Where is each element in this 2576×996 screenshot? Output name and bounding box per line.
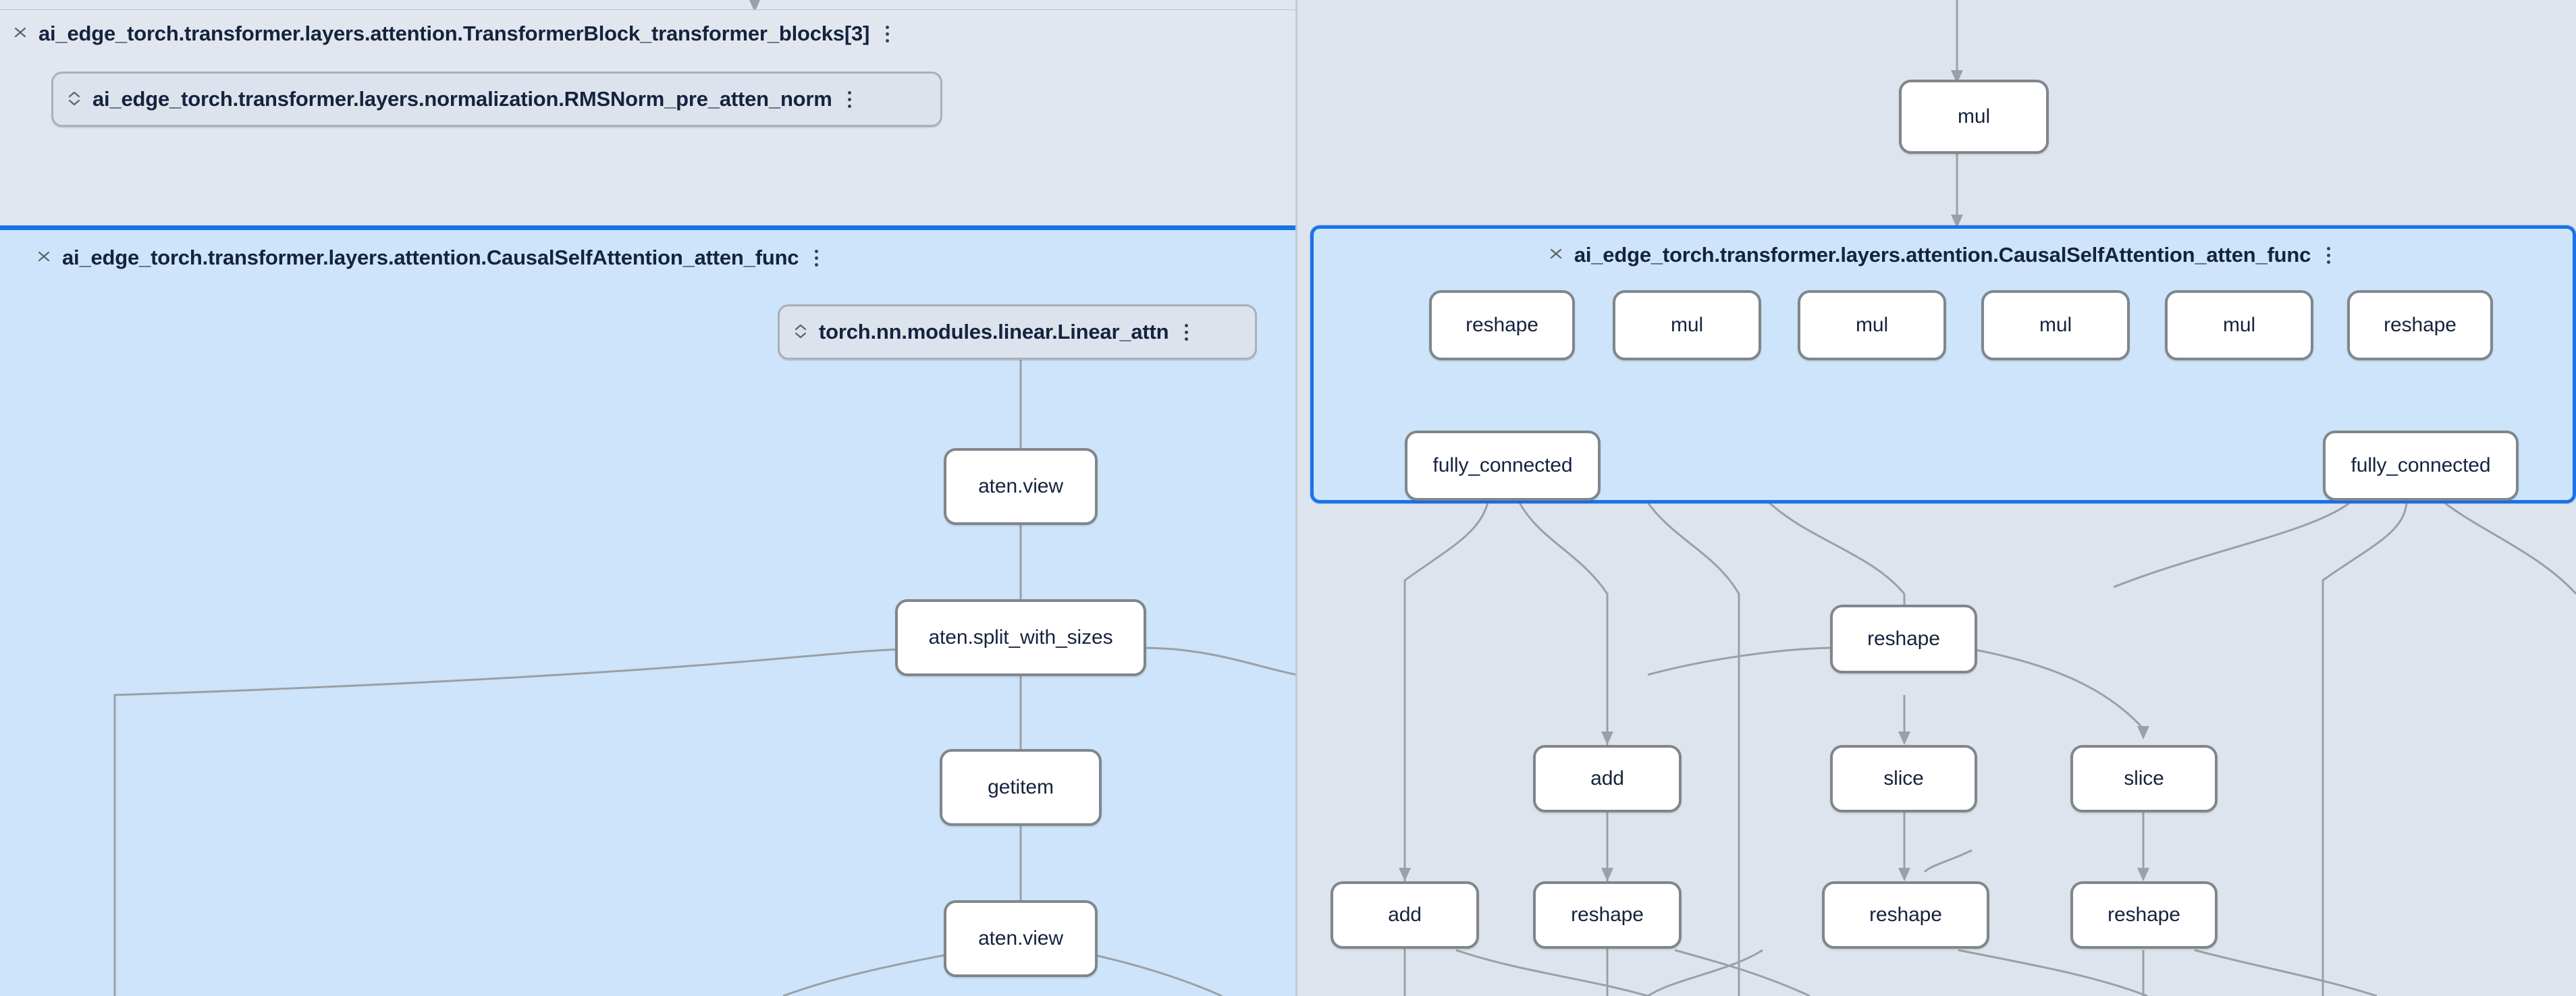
expand-chevrons-icon[interactable] — [792, 319, 809, 345]
op-node-label: aten.view — [978, 475, 1063, 497]
op-node-label: slice — [2124, 767, 2164, 790]
op-node-reshape-r1[interactable]: reshape — [1830, 605, 1977, 673]
op-node-label: reshape — [2108, 904, 2180, 926]
more-options-icon[interactable] — [879, 22, 895, 45]
group-causal-self-attention-right-header[interactable]: ai_edge_torch.transformer.layers.attenti… — [1314, 229, 2573, 268]
op-node-mul-top[interactable]: mul — [1899, 80, 2049, 154]
expand-chevrons-icon[interactable] — [65, 86, 83, 112]
op-node-slice-r2-2[interactable]: slice — [2070, 745, 2218, 812]
op-node-label: mul — [1957, 105, 1991, 128]
right-graph-pane[interactable]: mul ai_edge_torch.transformer.layers.att… — [1297, 0, 2576, 996]
op-node-label: mul — [1670, 314, 1704, 336]
collapse-chevrons-icon[interactable] — [35, 245, 53, 271]
op-node-reshape-r3-2[interactable]: reshape — [1822, 881, 1989, 949]
op-node-getitem[interactable]: getitem — [940, 749, 1102, 826]
op-node-label: reshape — [1466, 314, 1538, 336]
layer-node-linear-attn-label: torch.nn.modules.linear.Linear_attn — [819, 320, 1169, 343]
group-causal-self-attention-left-header[interactable]: ai_edge_torch.transformer.layers.attenti… — [0, 230, 1297, 271]
op-node-label: fully_connected — [1432, 454, 1573, 476]
more-options-icon[interactable] — [1178, 321, 1194, 343]
op-node-label: reshape — [1867, 628, 1940, 650]
more-options-icon[interactable] — [808, 246, 824, 269]
left-graph-pane[interactable]: ai_edge_torch.transformer.layers.attenti… — [0, 0, 1297, 996]
op-node-mul-g3[interactable]: mul — [1981, 290, 2130, 360]
collapse-chevrons-icon[interactable] — [11, 21, 29, 47]
op-node-fully-connected-2[interactable]: fully_connected — [2323, 431, 2519, 501]
op-node-aten-view-2[interactable]: aten.view — [944, 900, 1098, 977]
layer-node-linear-attn[interactable]: torch.nn.modules.linear.Linear_attn — [778, 304, 1257, 360]
op-node-mul-g1[interactable]: mul — [1613, 290, 1761, 360]
more-options-icon[interactable] — [842, 88, 858, 111]
op-node-label: slice — [1883, 767, 1924, 790]
op-node-fully-connected-1[interactable]: fully_connected — [1405, 431, 1601, 501]
op-node-add-r2[interactable]: add — [1533, 745, 1682, 812]
op-node-mul-g2[interactable]: mul — [1798, 290, 1946, 360]
op-node-reshape-g1[interactable]: reshape — [1429, 290, 1575, 360]
op-node-label: aten.split_with_sizes — [928, 626, 1113, 648]
op-node-aten-view-1[interactable]: aten.view — [944, 448, 1098, 525]
layer-node-rmsnorm-label: ai_edge_torch.transformer.layers.normali… — [92, 87, 832, 111]
op-node-label: reshape — [1571, 904, 1644, 926]
op-node-slice-r2-1[interactable]: slice — [1830, 745, 1977, 812]
op-node-label: getitem — [988, 776, 1054, 798]
op-node-reshape-r3-3[interactable]: reshape — [2070, 881, 2218, 949]
op-node-label: mul — [1855, 314, 1889, 336]
op-node-label: mul — [2222, 314, 2256, 336]
layer-node-rmsnorm-pre-atten-norm[interactable]: ai_edge_torch.transformer.layers.normali… — [51, 72, 942, 127]
op-node-label: reshape — [1869, 904, 1942, 926]
op-node-add-r3[interactable]: add — [1331, 881, 1479, 949]
collapse-chevrons-icon[interactable] — [1547, 242, 1565, 268]
op-node-label: aten.view — [978, 927, 1063, 949]
op-node-label: mul — [2039, 314, 2072, 336]
op-node-label: fully_connected — [2351, 454, 2491, 476]
group-causal-self-attention-left-label: ai_edge_torch.transformer.layers.attenti… — [62, 246, 799, 269]
op-node-label: add — [1388, 904, 1422, 926]
group-transformer-block-label: ai_edge_torch.transformer.layers.attenti… — [38, 22, 870, 45]
more-options-icon[interactable] — [2320, 244, 2336, 267]
pane-divider[interactable] — [1295, 0, 1297, 996]
group-causal-self-attention-right-label: ai_edge_torch.transformer.layers.attenti… — [1574, 243, 2311, 267]
op-node-reshape-r3-1[interactable]: reshape — [1533, 881, 1682, 949]
op-node-aten-split-with-sizes[interactable]: aten.split_with_sizes — [895, 599, 1146, 676]
op-node-mul-g4[interactable]: mul — [2165, 290, 2313, 360]
op-node-reshape-g2[interactable]: reshape — [2347, 290, 2493, 360]
op-node-label: reshape — [2384, 314, 2457, 336]
group-transformer-block-header[interactable]: ai_edge_torch.transformer.layers.attenti… — [0, 10, 1296, 47]
op-node-label: add — [1590, 767, 1624, 790]
